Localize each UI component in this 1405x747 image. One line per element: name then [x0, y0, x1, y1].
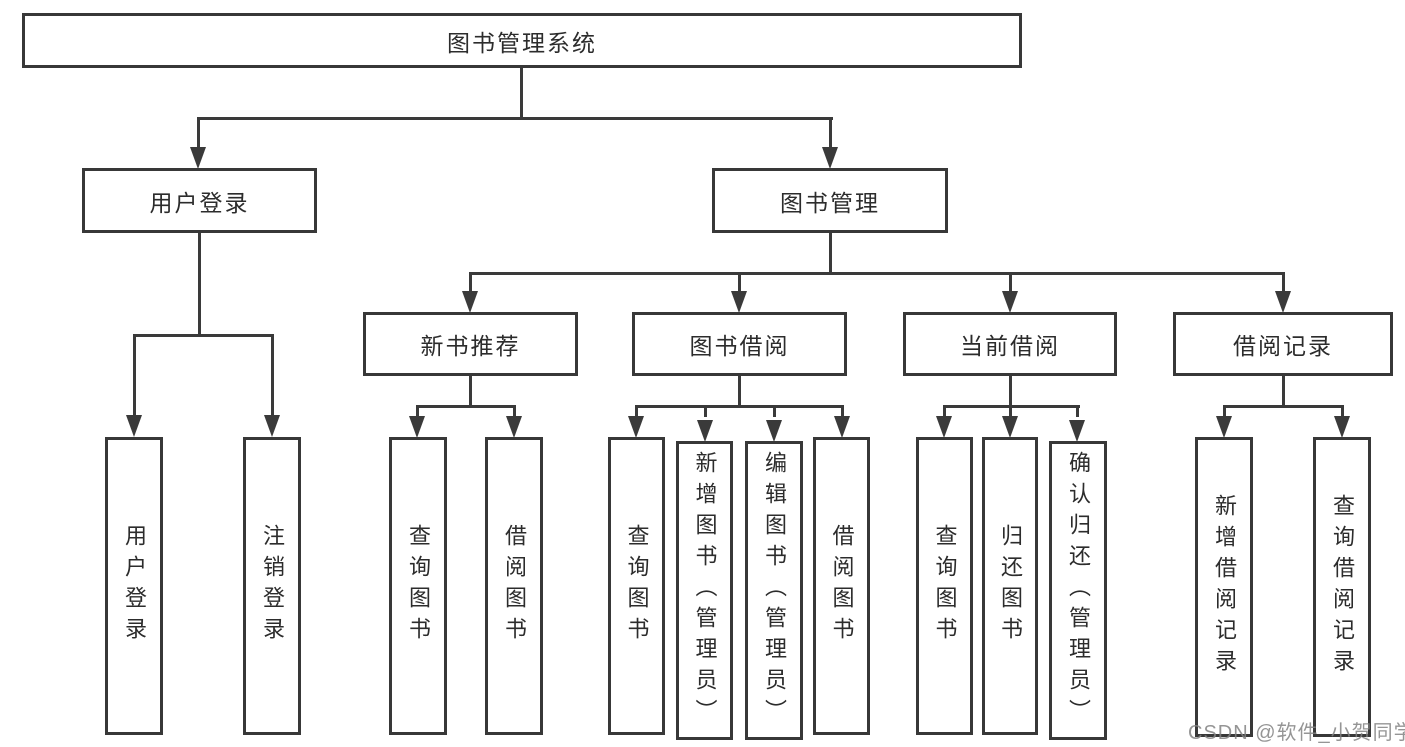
node-user-login: 用户登录: [82, 168, 317, 233]
leaf-logout: 注销登录: [243, 437, 301, 735]
arrow-to-new-book-recommend: [462, 291, 478, 313]
connector-level3-rail: [469, 272, 1285, 275]
connector-rail: [1223, 405, 1344, 408]
leaf-return-book: 归还图书: [982, 437, 1038, 735]
connector-stem: [469, 376, 472, 408]
connector-rail: [635, 405, 844, 408]
leaf-add-book-admin: 新增图书（管理员）: [676, 441, 733, 740]
connector-stub: [635, 405, 638, 417]
connector-stub: [513, 405, 516, 417]
arrow-to-leaf: [936, 416, 952, 438]
arrow-to-leaf: [628, 416, 644, 438]
leaf-logout-label: 注销登录: [260, 524, 285, 648]
leaf-return-book-label: 归还图书: [998, 524, 1023, 648]
connector-stub: [133, 334, 136, 416]
connector-stub: [1009, 272, 1012, 292]
arrow-to-leaf: [1216, 416, 1232, 438]
leaf-query-books-2-label: 查询图书: [624, 524, 650, 648]
connector-stub: [1282, 272, 1285, 292]
leaf-query-books-1-label: 查询图书: [406, 524, 431, 648]
node-book-management: 图书管理: [712, 168, 948, 233]
arrow-to-leaf: [697, 420, 713, 442]
leaf-edit-book-admin-label: 编辑图书（管理员）: [762, 451, 787, 730]
node-current-borrow: 当前借阅: [903, 312, 1117, 376]
leaf-confirm-return-admin-label: 确认归还（管理员）: [1066, 451, 1091, 730]
node-book-borrow-label: 图书借阅: [689, 333, 790, 359]
connector-rail: [416, 405, 516, 408]
connector-stub: [1223, 405, 1226, 417]
connector-stub: [738, 272, 741, 292]
connector-stub: [271, 334, 274, 416]
node-book-management-label: 图书管理: [780, 189, 880, 216]
leaf-query-books-3: 查询图书: [916, 437, 973, 735]
leaf-add-borrow-record-label: 新增借阅记录: [1212, 494, 1237, 680]
connector-user-login-stub: [197, 117, 200, 149]
connector-level2-rail: [197, 117, 833, 120]
leaf-confirm-return-admin: 确认归还（管理员）: [1049, 441, 1107, 740]
arrow-to-leaf: [1334, 416, 1350, 438]
connector-book-mgmt-stem: [829, 233, 832, 274]
connector-stem: [738, 376, 741, 408]
leaf-query-borrow-record-label: 查询借阅记录: [1330, 494, 1355, 680]
leaf-add-book-admin-label: 新增图书（管理员）: [692, 451, 718, 730]
arrow-to-borrow-records: [1275, 291, 1291, 313]
node-borrow-records: 借阅记录: [1173, 312, 1393, 376]
node-new-book-recommend: 新书推荐: [363, 312, 578, 376]
arrow-to-current-borrow: [1002, 291, 1018, 313]
arrow-to-leaf-logout: [264, 415, 280, 437]
connector-stub: [704, 405, 707, 417]
node-user-login-label: 用户登录: [149, 189, 250, 216]
connector-stub: [773, 405, 776, 417]
arrow-to-leaf: [506, 416, 522, 438]
node-root-label: 图书管理系统: [447, 29, 597, 56]
arrow-to-leaf: [1002, 416, 1018, 438]
connector-stub: [1076, 405, 1079, 417]
arrow-to-leaf: [1069, 420, 1085, 442]
leaf-add-borrow-record: 新增借阅记录: [1195, 437, 1253, 737]
node-book-borrow: 图书借阅: [632, 312, 847, 376]
node-root: 图书管理系统: [22, 13, 1022, 68]
connector-stub: [469, 272, 472, 292]
arrow-to-leaf: [766, 420, 782, 442]
arrow-to-book-mgmt: [822, 147, 838, 169]
connector-book-mgmt-stub: [829, 117, 832, 149]
leaf-query-books-2: 查询图书: [608, 437, 665, 735]
connector-stub: [1341, 405, 1344, 417]
arrow-to-leaf: [409, 416, 425, 438]
leaf-query-books-1: 查询图书: [389, 437, 447, 735]
leaf-query-books-3-label: 查询图书: [932, 524, 958, 648]
arrow-to-leaf: [834, 416, 850, 438]
connector-user-login-rail: [133, 334, 274, 337]
connector-stem: [1009, 376, 1012, 408]
node-new-book-recommend-label: 新书推荐: [420, 333, 521, 359]
leaf-edit-book-admin: 编辑图书（管理员）: [745, 441, 803, 740]
leaf-user-login-label: 用户登录: [122, 524, 147, 648]
node-borrow-records-label: 借阅记录: [1233, 333, 1333, 359]
connector-stub: [416, 405, 419, 417]
leaf-borrow-books-2: 借阅图书: [813, 437, 870, 735]
connector-root-stem: [520, 68, 523, 120]
node-current-borrow-label: 当前借阅: [960, 333, 1060, 359]
leaf-borrow-books-1-label: 借阅图书: [502, 524, 527, 648]
connector-stem: [1282, 376, 1285, 408]
connector-stub: [1009, 405, 1012, 417]
connector-stub: [841, 405, 844, 417]
connector-stub: [943, 405, 946, 417]
arrow-to-user-login: [190, 147, 206, 169]
csdn-watermark: CSDN @软件_小贺同学: [1188, 722, 1405, 744]
leaf-borrow-books-2-label: 借阅图书: [829, 524, 855, 648]
leaf-borrow-books-1: 借阅图书: [485, 437, 543, 735]
arrow-to-book-borrow: [731, 291, 747, 313]
leaf-query-borrow-record: 查询借阅记录: [1313, 437, 1371, 737]
connector-user-login-stem: [198, 233, 201, 337]
arrow-to-leaf-user-login: [126, 415, 142, 437]
leaf-user-login: 用户登录: [105, 437, 163, 735]
